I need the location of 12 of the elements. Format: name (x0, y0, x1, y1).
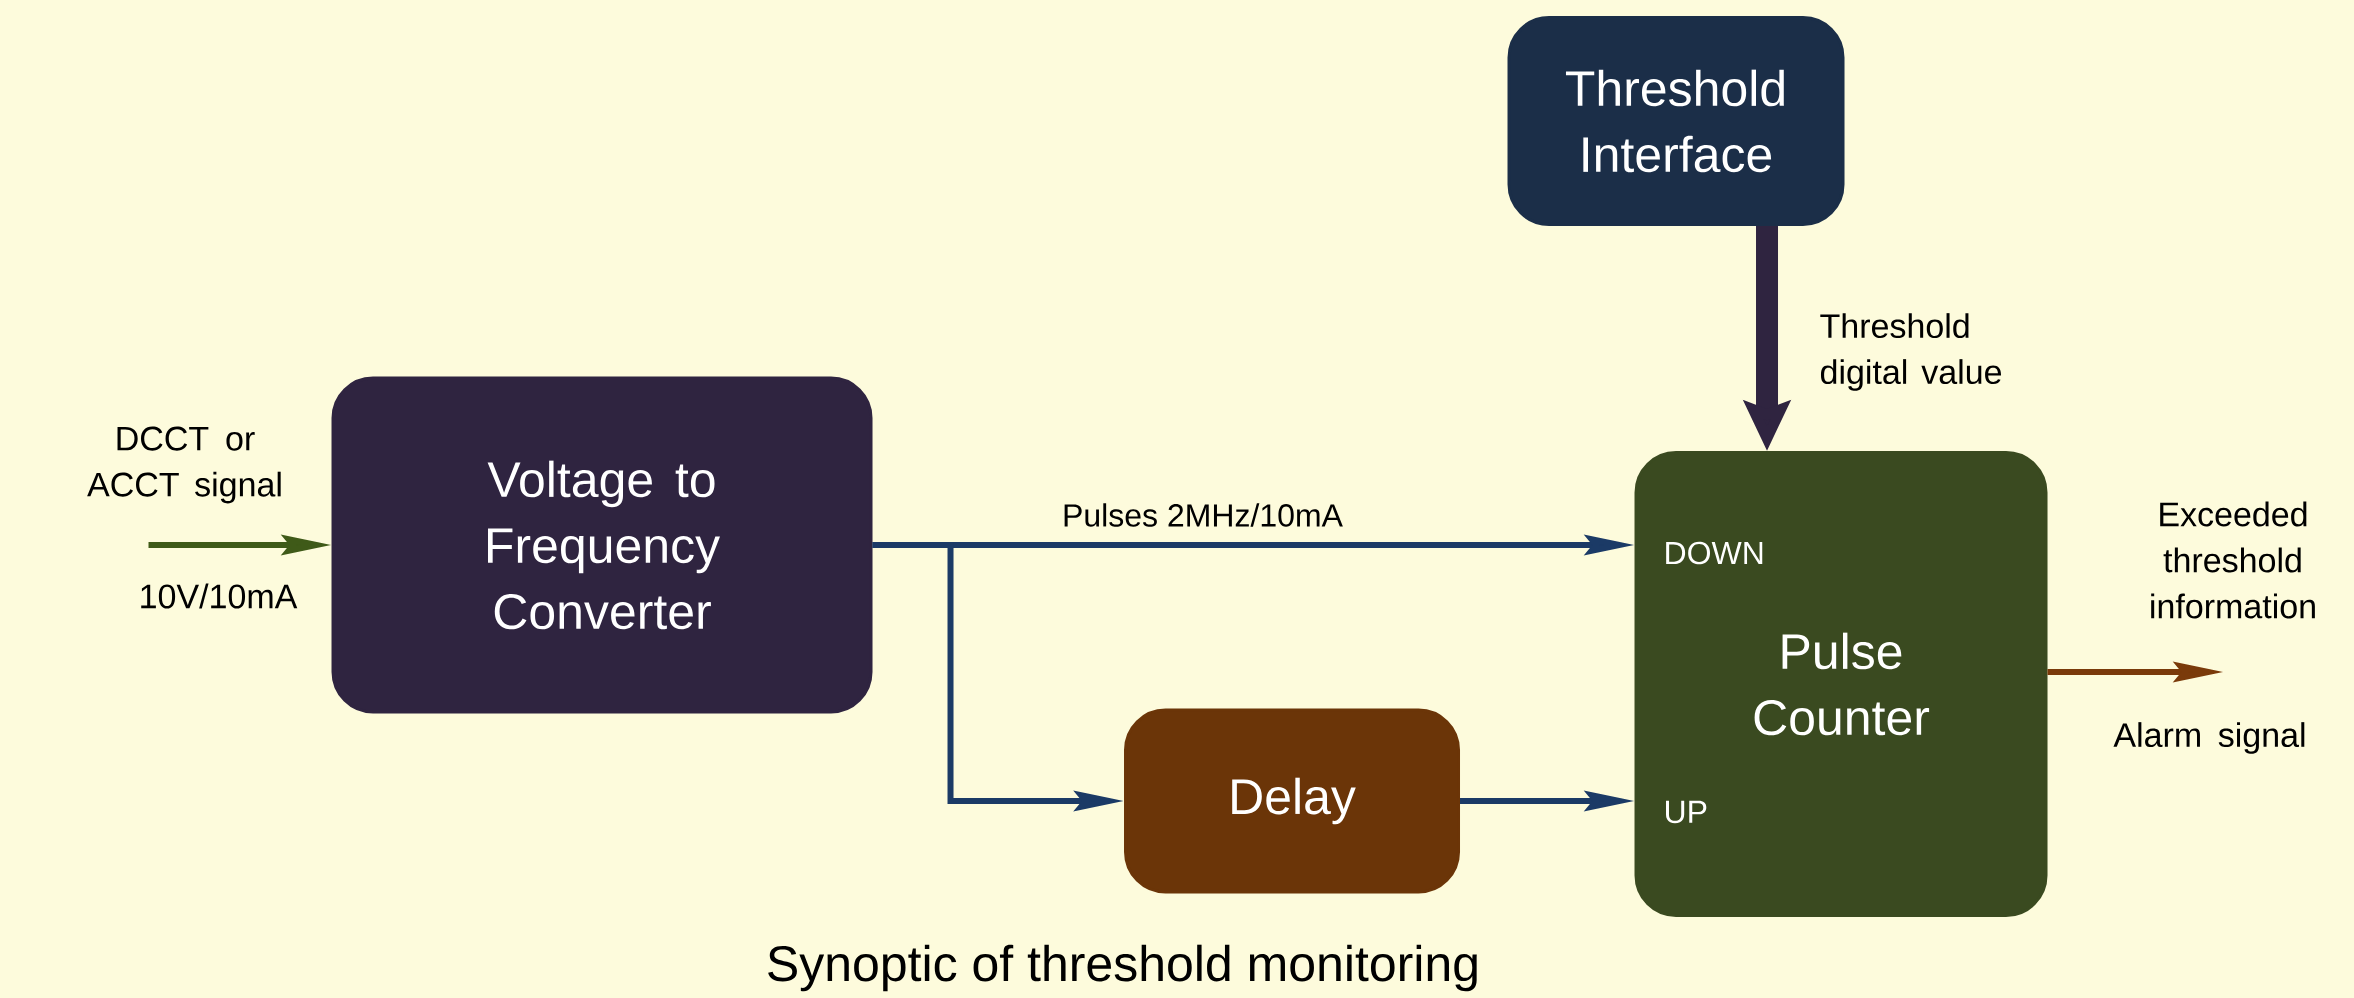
signal-label: 10V/10mA (141, 583, 298, 609)
signal-label: Alarm signal (2113, 722, 2305, 754)
interface-box: Threshold Interface (1507, 16, 1845, 226)
port-label: UP (1666, 800, 1707, 824)
diagram-title: Synoptic of threshold monitoring (768, 944, 1477, 992)
edge-label: Pulses 2MHz/10mA (1064, 503, 1343, 527)
signal-label: Exceeded threshold information (2151, 501, 2315, 619)
signal-label: DCCT or ACCT signal (87, 426, 281, 504)
port-label: DOWN (1666, 541, 1763, 565)
converter-box: Voltage to Frequency Converter (331, 376, 873, 714)
signal-label: Threshold digital value (1820, 313, 2001, 391)
delay-box: Delay (1124, 708, 1460, 894)
